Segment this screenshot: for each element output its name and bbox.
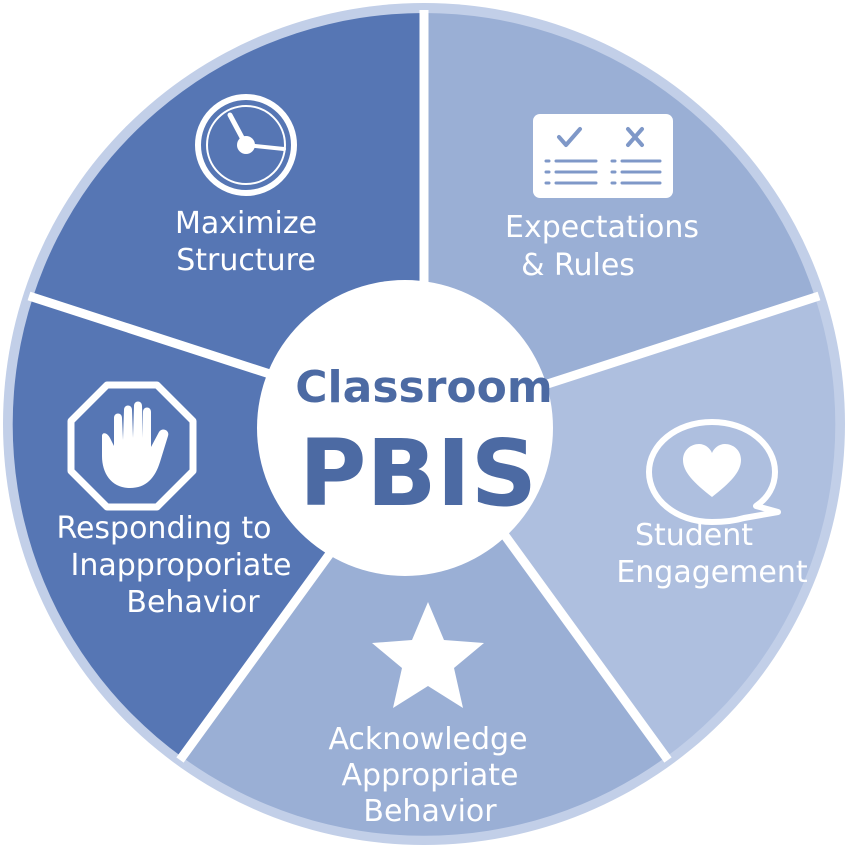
label-line: Expectations <box>505 210 699 245</box>
label-line: Appropriate <box>342 758 519 793</box>
label-line: Engagement <box>616 555 808 590</box>
label-maximize-structure: Maximize Structure <box>175 206 317 278</box>
stop-hand-icon <box>67 381 197 511</box>
label-acknowledge-appropriate-behavior: Acknowledge Appropriate Behavior <box>328 722 527 829</box>
label-line: Behavior <box>363 794 497 829</box>
label-student-engagement: Student Engagement <box>616 518 808 590</box>
label-line: Acknowledge <box>328 722 527 757</box>
label-line: Behavior <box>126 585 260 620</box>
heart-speech-bubble-icon <box>646 419 781 525</box>
star-icon <box>372 602 484 708</box>
label-line: Inapproporiate <box>70 548 291 583</box>
label-line: & Rules <box>521 248 635 283</box>
label-expectations-rules: Expectations & Rules <box>505 210 699 283</box>
center-disk <box>257 280 553 576</box>
label-line: Student <box>635 518 753 553</box>
label-responding-inappropriate-behavior: Responding to Inapproporiate Behavior <box>56 511 291 620</box>
center-title-classroom: Classroom <box>295 362 552 413</box>
label-line: Structure <box>176 243 316 278</box>
clock-icon <box>195 94 297 196</box>
center-title-pbis: PBIS <box>299 420 537 527</box>
label-line: Maximize <box>175 206 317 241</box>
label-line: Responding to <box>56 511 271 546</box>
checklist-icon <box>533 114 673 198</box>
segment-expectations-rules <box>424 12 815 425</box>
